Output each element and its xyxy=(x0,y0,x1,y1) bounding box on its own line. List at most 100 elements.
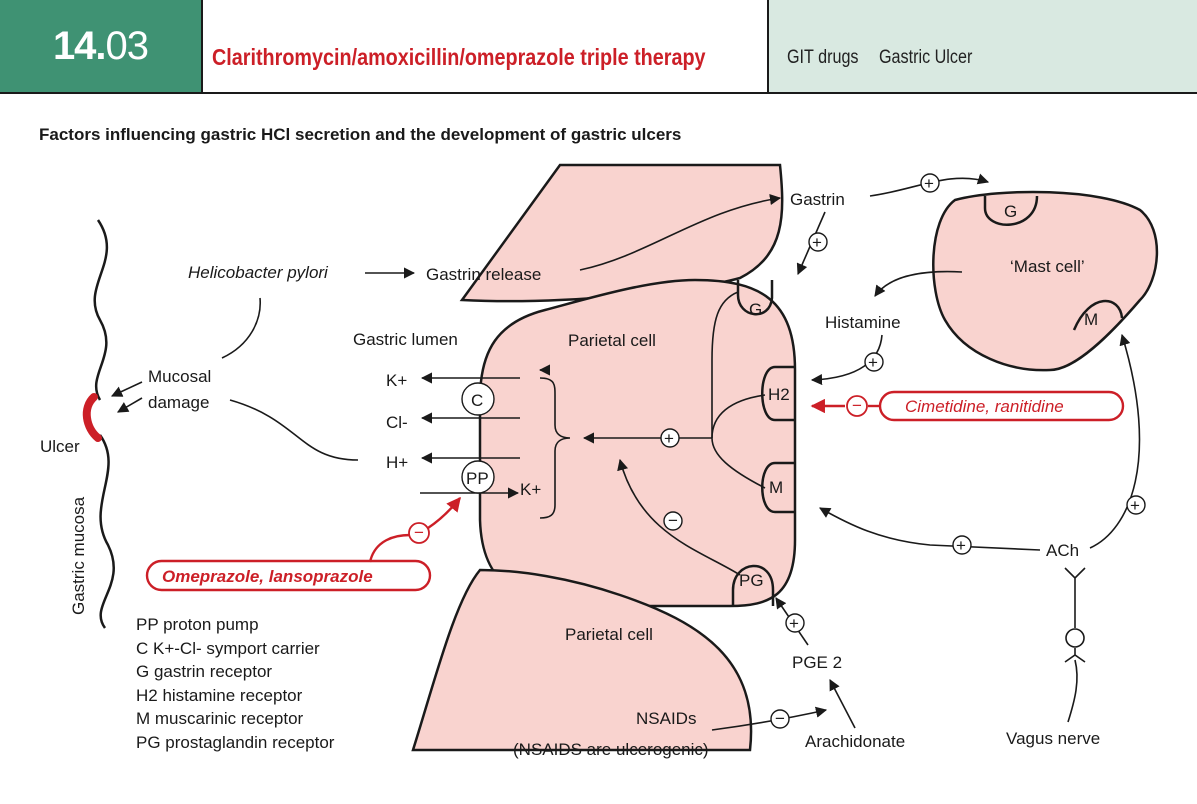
h-plus-label: H+ xyxy=(386,453,408,472)
gastrin-label: Gastrin xyxy=(790,190,845,209)
plus-histamine-text: + xyxy=(868,353,878,372)
vagus-upper xyxy=(1064,567,1086,628)
parietal-cell-shape xyxy=(478,278,797,608)
cimetidine-minus-text: − xyxy=(852,396,862,415)
minus-pg-text: − xyxy=(668,511,678,530)
damage-label: damage xyxy=(148,393,209,412)
pg-receptor-label: PG xyxy=(739,571,764,590)
lower-parietal-cell-shape xyxy=(411,568,753,752)
ach-mast-arrow xyxy=(1089,333,1141,549)
bracket xyxy=(539,377,571,519)
damage-h-line xyxy=(229,399,359,461)
mast-g-receptor-shape xyxy=(983,195,1039,226)
section-number: 14.03 xyxy=(0,0,201,92)
mucosal-arrow-2 xyxy=(117,397,143,413)
header-rule xyxy=(0,92,1197,94)
cimetidine-minus xyxy=(846,395,868,417)
histamine-label: Histamine xyxy=(825,313,901,332)
plus-ach-m-text: + xyxy=(956,536,966,555)
proton-pump-label: PP xyxy=(466,469,489,488)
omeprazole-arrow xyxy=(427,496,461,529)
section-number-major: 14. xyxy=(52,24,107,68)
k-plus-in-label: K+ xyxy=(520,480,541,499)
g-receptor-shape xyxy=(736,280,774,316)
legend-item-g: G gastrin receptor xyxy=(136,662,273,681)
minus-nsaids xyxy=(770,709,790,729)
plus-pge2-text: + xyxy=(789,614,799,633)
page-header: 14.03 Clarithromycin/amoxicillin/omepraz… xyxy=(0,0,1197,94)
title-box: Clarithromycin/amoxicillin/omeprazole tr… xyxy=(201,0,769,92)
mast-histamine-arrow xyxy=(874,270,963,297)
plus-signal-text: + xyxy=(664,429,674,448)
mast-cell-label: ‘Mast cell’ xyxy=(1010,257,1085,276)
h2-signal-line xyxy=(711,394,766,439)
gastrin-release-label: Gastrin release xyxy=(426,265,541,284)
plus-gastrin-g-text: + xyxy=(812,233,822,252)
g-receptor-label: G xyxy=(749,300,762,319)
plus-gastrin-mast xyxy=(920,173,940,193)
mast-m-label: M xyxy=(1084,310,1098,329)
arachidonate-pge2-arrow xyxy=(829,679,856,729)
ulcer-label: Ulcer xyxy=(40,437,80,456)
ulcer-mark xyxy=(82,393,102,442)
parietal-cell-label: Parietal cell xyxy=(568,331,656,350)
cimetidine-label: Cimetidine, ranitidine xyxy=(905,397,1064,416)
h2-receptor-label: H2 xyxy=(768,385,790,404)
page-title: Clarithromycin/amoxicillin/omeprazole tr… xyxy=(212,44,706,70)
vagus-label: Vagus nerve xyxy=(1006,729,1100,748)
stomach-wall-upper xyxy=(93,219,109,401)
helicobacter-damage-line xyxy=(221,297,261,359)
legend-item-m: M muscarinic receptor xyxy=(136,709,304,728)
g-signal-line xyxy=(711,291,739,438)
minus-pg xyxy=(663,511,683,531)
ach-label: ACh xyxy=(1046,541,1079,560)
mast-g-label: G xyxy=(1004,202,1017,221)
cl-minus-label: Cl- xyxy=(386,413,408,432)
stomach-wall-lower xyxy=(98,434,115,629)
diagram-subtitle: Factors influencing gastric HCl secretio… xyxy=(39,125,682,144)
minus-nsaids-text: − xyxy=(775,709,785,728)
proton-pump xyxy=(461,460,495,494)
legend-item-pg: PG prostaglandin receptor xyxy=(136,732,335,752)
plus-ach-mast-text: + xyxy=(1130,496,1140,515)
vagus-vesicle xyxy=(1065,628,1085,648)
tag-git-drugs[interactable]: GIT drugs xyxy=(787,47,859,68)
pg-receptor-shape xyxy=(731,564,775,606)
nsaids-arachidonate-line xyxy=(711,706,828,731)
section-number-minor: 03 xyxy=(105,24,149,68)
legend-item-c: C K+-Cl- symport carrier xyxy=(136,638,320,658)
legend-item-pp: PP proton pump xyxy=(136,615,259,634)
legend-item-h2: H2 histamine receptor xyxy=(136,685,303,705)
pg-signal-arrow xyxy=(617,458,741,576)
h2-receptor-shape xyxy=(761,365,795,422)
histamine-h2-arrow xyxy=(810,334,883,386)
nsaids-label: NSAIDs xyxy=(636,709,696,728)
plus-ach-m xyxy=(952,535,972,555)
omeprazole-minus-text: − xyxy=(414,523,424,542)
tag-gastric-ulcer[interactable]: Gastric Ulcer xyxy=(879,47,973,68)
omeprazole-link xyxy=(368,533,411,563)
arachidonate-label: Arachidonate xyxy=(805,732,905,751)
m-signal-line xyxy=(711,437,766,489)
nsaids-note: (NSAIDS are ulcerogenic) xyxy=(513,740,709,759)
mucosal-arrow-1 xyxy=(110,381,143,397)
legend: PP proton pump C K+-Cl- symport carrier … xyxy=(136,613,334,754)
omeprazole-pill[interactable] xyxy=(145,559,432,592)
m-receptor-shape xyxy=(761,461,795,514)
vagus-lower xyxy=(1064,648,1086,723)
mucosal-label: Mucosal xyxy=(148,367,211,386)
gastrin-release-arrow xyxy=(579,193,782,271)
gastric-lumen-label: Gastric lumen xyxy=(353,330,458,349)
pge2-label: PGE 2 xyxy=(792,653,842,672)
plus-ach-mast xyxy=(1126,495,1146,515)
helicobacter-label: Helicobacter pylori xyxy=(188,263,329,282)
ach-m-arrow xyxy=(819,507,1041,551)
plus-pge2 xyxy=(785,613,805,633)
tag-box: GIT drugs Gastric Ulcer xyxy=(769,0,1197,92)
omeprazole-minus xyxy=(408,522,430,544)
symport-carrier xyxy=(461,382,495,416)
plus-signal xyxy=(660,428,680,448)
plus-gastrin-g xyxy=(808,232,828,252)
m-receptor-label: M xyxy=(769,478,783,497)
